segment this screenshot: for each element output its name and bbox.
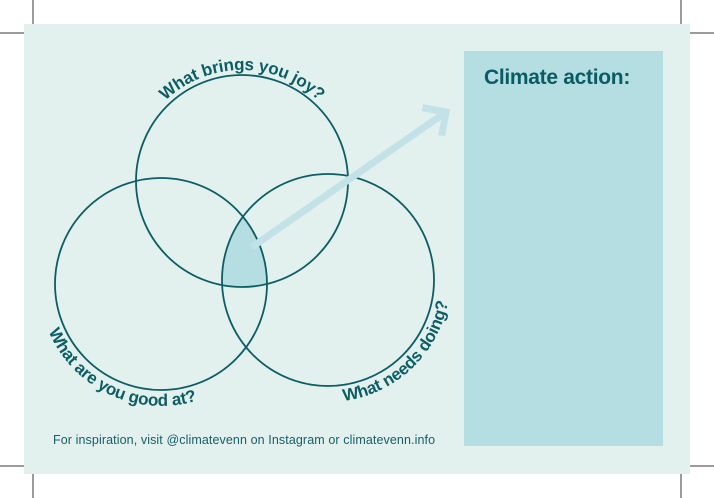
svg-text:What brings you joy?: What brings you joy? — [156, 55, 329, 104]
crop-mark-bottom-right-vertical — [680, 470, 682, 498]
climate-action-panel: Climate action: — [464, 51, 663, 446]
needs-doing-circle — [221, 173, 435, 387]
joy-circle-label: What brings you joy? — [156, 55, 329, 104]
svg-text:What needs doing?: What needs doing? — [341, 299, 452, 405]
good-at-circle-label: What are you good at? — [45, 325, 198, 410]
crop-mark-top-left-vertical — [32, 0, 34, 26]
crop-mark-top-left-horizontal — [0, 32, 27, 34]
arrow-to-action-icon — [250, 104, 451, 250]
needs-doing-circle-label: What needs doing? — [341, 299, 452, 405]
crop-mark-bottom-right-horizontal — [687, 465, 714, 467]
good-at-circle — [54, 177, 268, 391]
crop-mark-top-right-horizontal — [687, 32, 714, 34]
venn-center-intersection — [222, 178, 267, 287]
crop-mark-bottom-left-vertical — [32, 470, 34, 498]
footer-note: For inspiration, visit @climatevenn on I… — [53, 433, 436, 447]
climate-action-title: Climate action: — [484, 66, 631, 89]
crop-mark-bottom-left-horizontal — [0, 465, 27, 467]
crop-mark-top-right-vertical — [680, 0, 682, 26]
svg-text:What are you good at?: What are you good at? — [45, 325, 198, 410]
